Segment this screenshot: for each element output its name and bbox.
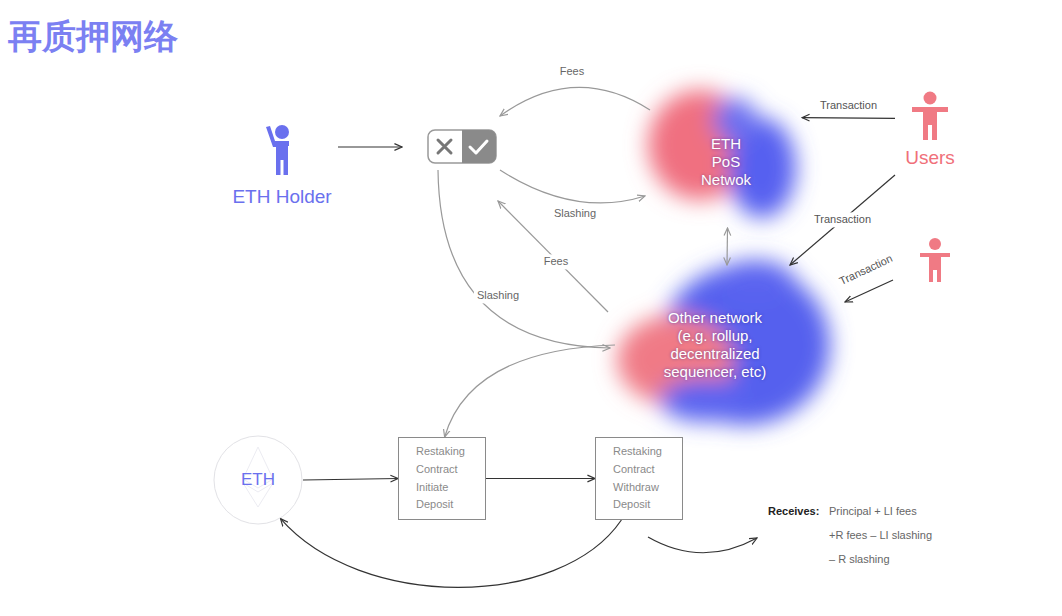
flow-label: Slashing: [554, 207, 596, 220]
flow-label: Fees: [560, 65, 584, 78]
node-text: Users: [905, 147, 955, 169]
connector: [486, 478, 595, 479]
node-text: ETH: [241, 470, 275, 490]
person-icon: [262, 123, 302, 178]
node-text: ETH PoS Netwok: [698, 135, 754, 189]
user-icon: [910, 91, 950, 141]
eth-outline: [214, 436, 302, 524]
network-node: Other network (e.g. rollup, decentralize…: [615, 265, 815, 425]
edge-label: Transaction: [811, 212, 874, 227]
node-text: Other network (e.g. rollup, decentralize…: [653, 309, 777, 381]
flow-label: Slashing: [474, 288, 522, 303]
user-icon: [920, 238, 950, 282]
connector: [726, 228, 728, 265]
users-node: Users: [895, 85, 965, 175]
connector: [790, 175, 895, 265]
contract-box: Restaking Contract Withdraw Deposit: [595, 437, 683, 520]
receives-note: Principal + LI fees: [829, 505, 917, 518]
person-head: [275, 125, 289, 139]
network-node: ETH PoS Netwok: [650, 95, 802, 228]
connector: [281, 519, 622, 588]
edge-label: Transaction: [820, 99, 877, 112]
receives-note: Receives:: [768, 505, 819, 518]
connector: [303, 479, 398, 481]
flow-arrow: [338, 87, 893, 552]
contract-box: Restaking Contract Initiate Deposit: [398, 437, 486, 520]
node-text: Restaking Contract Initiate Deposit: [416, 443, 474, 514]
eth-holder: ETH Holder: [222, 115, 342, 215]
eth-token: ETH: [213, 435, 303, 525]
network-blob: [617, 260, 830, 425]
node-text: Restaking Contract Withdraw Deposit: [613, 443, 671, 514]
page-title: 再质押网络: [8, 14, 178, 60]
node-text: ETH Holder: [232, 186, 331, 208]
receives-note: +R fees – LI slashing: [829, 529, 932, 542]
receives-note: – R slashing: [829, 553, 890, 566]
validator-checkbox: [428, 130, 496, 163]
flow-label: Fees: [541, 254, 571, 269]
user-body: [912, 107, 948, 140]
connector: [445, 345, 615, 437]
person-body: [266, 126, 289, 175]
connector: [802, 117, 895, 119]
user-head: [924, 92, 937, 105]
network-blob: [648, 90, 796, 218]
